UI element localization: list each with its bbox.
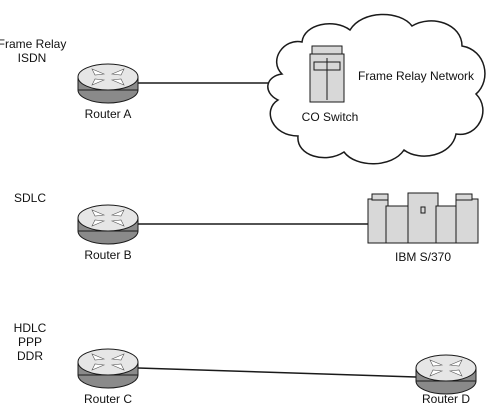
router-b-label: Router B [84,248,131,262]
section-frame-relay: Frame Relay ISDN CO Switch Frame Relay N… [0,13,486,165]
mainframe-left-low [385,205,409,244]
co-switch-panel [313,61,341,71]
mainframe-right-low [435,205,459,244]
router-b-icon [77,204,139,245]
frame-relay-cloud [267,13,486,165]
mainframe-right-top [455,193,473,201]
protocol-frame-relay: Frame Relay [0,37,66,51]
router-d-icon [415,354,477,395]
mainframe-center [407,192,439,244]
router-c-icon [77,348,139,389]
protocol-isdn: ISDN [18,51,47,65]
ibm-mainframe-icon [367,192,479,244]
section-sdlc: SDLC IBM S/370 Router B [14,191,479,264]
mainframe-indicator [420,206,426,214]
protocol-hdlc: HDLC [14,321,47,335]
mainframe-right-tall [455,198,479,244]
protocol-sdlc: SDLC [14,191,46,205]
ibm-s370-label: IBM S/370 [395,250,451,264]
co-switch [309,45,345,103]
router-a-icon [77,63,139,104]
protocol-ddr: DDR [17,349,43,363]
protocol-ppp: PPP [18,335,42,349]
cloud-label: Frame Relay Network [358,69,475,83]
mainframe-left-top [371,193,389,201]
router-c-label: Router C [84,392,132,406]
link-router-c-to-router-d [137,367,417,378]
section-hdlc: HDLC PPP DDR Router C Router D [14,321,477,406]
router-d-label: Router D [422,392,470,406]
co-switch-label: CO Switch [302,110,359,124]
mainframe-left-tall [367,198,389,244]
router-a-label: Router A [85,107,132,121]
